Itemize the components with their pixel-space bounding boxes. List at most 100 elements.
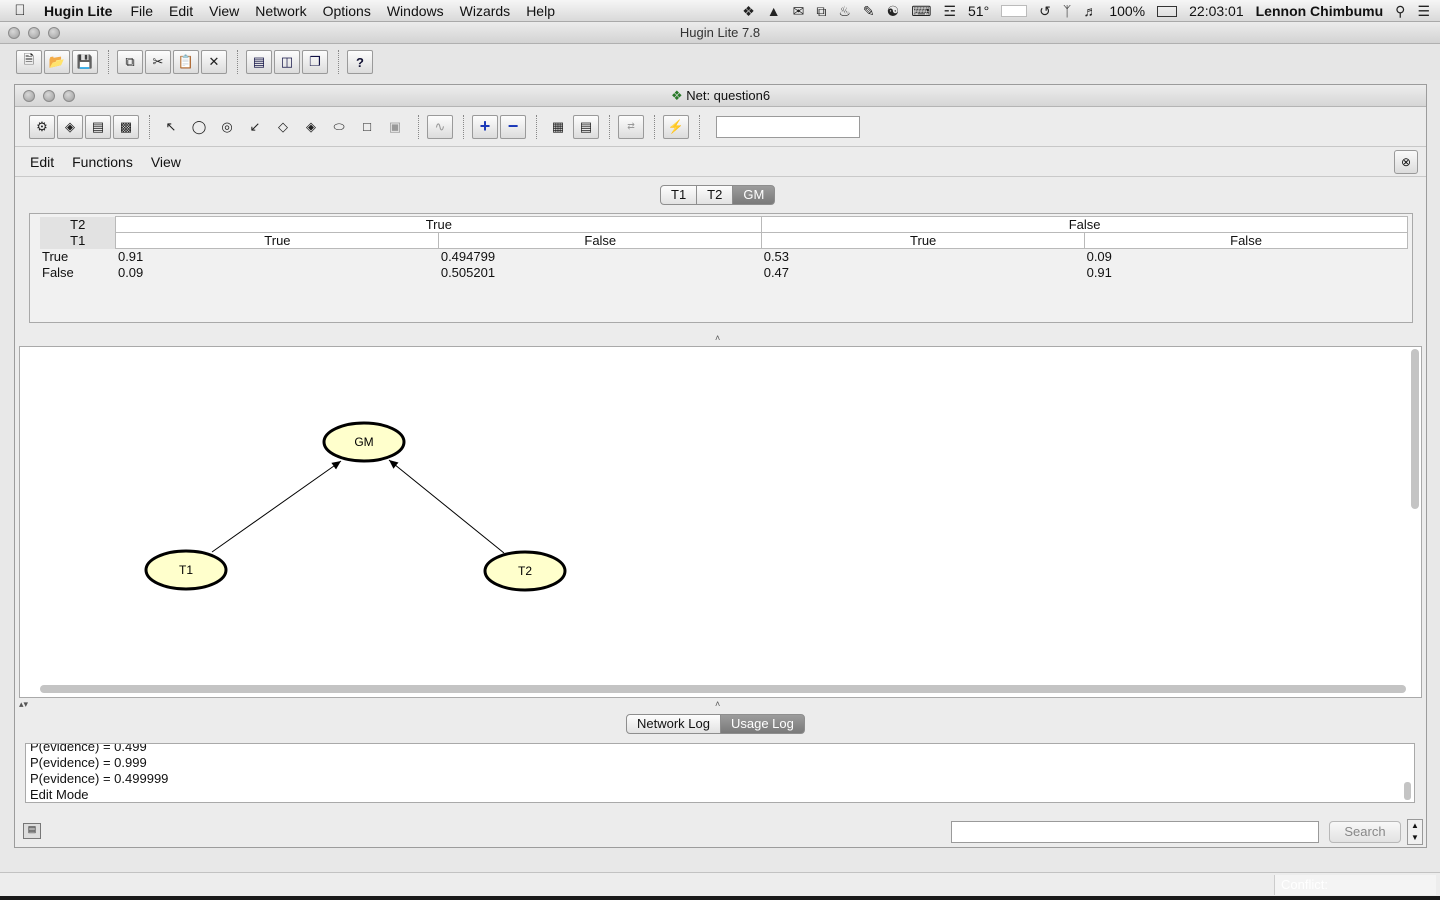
cpt-cell[interactable]: 0.09	[115, 264, 439, 281]
chance-node-tool-icon[interactable]: ◯	[191, 118, 207, 134]
decision-node-tool-icon[interactable]: ◇	[278, 118, 288, 134]
cpt-cell[interactable]: 0.47	[761, 264, 1085, 281]
clock[interactable]: 22:03:01	[1189, 3, 1244, 19]
log-scrollbar[interactable]	[1404, 782, 1411, 800]
menu-options[interactable]: Options	[322, 2, 371, 19]
utility-node-tool-icon[interactable]: ⬭	[333, 118, 345, 134]
apple-menu-icon[interactable]: 	[0, 2, 40, 19]
keyboard-icon[interactable]: ⌨	[911, 2, 932, 19]
sync-icon[interactable]: ⧉	[816, 2, 827, 19]
menu-file[interactable]: File	[130, 2, 153, 19]
cut-icon[interactable]: ✂	[145, 50, 171, 74]
minimize-net-button[interactable]	[43, 90, 55, 102]
expand-collapse-icon[interactable]: ▴▾	[19, 699, 29, 709]
compile-icon[interactable]: ◈	[57, 114, 83, 139]
paste-icon[interactable]: 📋	[173, 50, 199, 74]
table-split-icon[interactable]: ▤	[573, 114, 599, 139]
splitter-handle-icon[interactable]: ˄	[715, 699, 721, 709]
tab-usage-log[interactable]: Usage Log	[719, 714, 805, 734]
log-search-input[interactable]	[951, 821, 1319, 843]
minimize-window-button[interactable]	[28, 27, 40, 39]
network-canvas[interactable]: GM T1 T2	[19, 346, 1422, 698]
drive-icon[interactable]: ▲	[766, 3, 781, 19]
network-properties-icon[interactable]: ⚙	[29, 114, 55, 139]
tile-vertical-icon[interactable]: ◫	[274, 50, 300, 74]
search-icon[interactable]: ⚲	[1395, 2, 1406, 19]
auto-layout-icon[interactable]: ∿	[427, 114, 453, 139]
net-search-input[interactable]	[716, 115, 860, 138]
edge-t2-gm[interactable]	[388, 459, 505, 554]
timemachine-icon[interactable]: ↺	[1039, 2, 1051, 19]
tab-network-log[interactable]: Network Log	[626, 714, 721, 734]
menu-view[interactable]: View	[209, 2, 240, 19]
tab-t1[interactable]: T1	[660, 185, 698, 205]
tab-t2[interactable]: T2	[696, 185, 734, 205]
function-node-tool-icon[interactable]: ◈	[306, 118, 316, 134]
node-t1[interactable]: T1	[144, 549, 228, 591]
bluetooth-icon[interactable]: ᛉ	[1062, 3, 1072, 19]
cpt-cell[interactable]: 0.505201	[438, 264, 762, 281]
tool-icon[interactable]: ✎	[862, 2, 875, 19]
print-preview-icon[interactable]: ▩	[113, 114, 139, 139]
zoom-window-button[interactable]	[48, 27, 60, 39]
instance-node-tool-icon[interactable]: □	[363, 119, 371, 134]
menu-wizards[interactable]: Wizards	[459, 2, 511, 19]
splitter-handle-icon[interactable]: ˄	[715, 333, 721, 343]
tile-horizontal-icon[interactable]: ▤	[246, 50, 272, 74]
close-panel-icon[interactable]: ⊗	[1394, 150, 1418, 174]
node-t2[interactable]: T2	[483, 550, 567, 592]
copy-icon[interactable]: ⧉	[117, 50, 143, 74]
volume-icon[interactable]: ♬	[1083, 3, 1098, 19]
zoom-net-button[interactable]	[63, 90, 75, 102]
headphones-icon[interactable]: ☯	[886, 2, 900, 19]
run-mode-icon[interactable]: ⚡	[663, 114, 689, 139]
canvas-horizontal-scrollbar[interactable]	[40, 685, 1406, 693]
menu-network[interactable]: Network	[255, 2, 307, 19]
cpt-cell[interactable]: 0.91	[1084, 264, 1408, 281]
cascade-icon[interactable]: ❐	[302, 50, 328, 74]
edge-t1-gm[interactable]	[211, 460, 342, 553]
save-file-icon[interactable]: 💾	[72, 50, 98, 74]
battery-icon[interactable]	[1157, 5, 1178, 17]
em-learning-icon[interactable]: ⇄	[618, 114, 644, 139]
console-icon[interactable]: ▤	[23, 823, 41, 839]
print-icon[interactable]: ▤	[85, 114, 111, 139]
node-gm[interactable]: GM	[322, 421, 406, 463]
cpt-cell[interactable]: 0.91	[115, 248, 439, 265]
link-tool-icon[interactable]: ↙	[249, 118, 261, 134]
menu-edit[interactable]: Edit	[169, 2, 194, 19]
menu-help[interactable]: Help	[526, 2, 555, 19]
menu-windows[interactable]: Windows	[386, 2, 444, 19]
net-menu-view[interactable]: View	[150, 153, 181, 170]
log-output[interactable]: P(evidence) = 0.499 P(evidence) = 0.999 …	[25, 743, 1415, 803]
discrete-node-tool-icon[interactable]: ◎	[221, 118, 233, 134]
close-window-button[interactable]	[8, 27, 20, 39]
net-menu-edit[interactable]: Edit	[30, 153, 55, 170]
close-net-button[interactable]	[23, 90, 35, 102]
search-button[interactable]: Search	[1329, 821, 1401, 843]
app-menu[interactable]: Hugin Lite	[44, 2, 113, 19]
list-icon[interactable]: ☰	[1417, 2, 1430, 19]
cpt-cell[interactable]: 0.09	[1084, 248, 1408, 265]
canvas-vertical-scrollbar[interactable]	[1411, 349, 1419, 509]
zoom-in-icon[interactable]: +	[472, 114, 498, 139]
help-icon[interactable]: ?	[347, 50, 373, 74]
delete-icon[interactable]: ✕	[201, 50, 227, 74]
user-name[interactable]: Lennon Chimbumu	[1255, 3, 1384, 19]
cpt-cell[interactable]: 0.53	[761, 248, 1085, 265]
table-view-icon[interactable]: ▦	[551, 118, 565, 134]
zoom-out-icon[interactable]: −	[500, 114, 526, 139]
search-stepper[interactable]: ▲▼	[1407, 819, 1423, 845]
dropbox-icon[interactable]: ❖	[742, 2, 755, 19]
rounded-node-tool-icon[interactable]: ▣	[388, 118, 402, 134]
mail-icon[interactable]: ✉	[792, 2, 805, 19]
new-file-icon[interactable]: 🗎	[16, 50, 42, 74]
battery-percent[interactable]: 100%	[1109, 3, 1146, 19]
open-file-icon[interactable]: 📂	[44, 50, 70, 74]
cpt-cell[interactable]: 0.494799	[438, 248, 762, 265]
select-tool-icon[interactable]: ↖	[165, 118, 177, 134]
net-menu-functions[interactable]: Functions	[72, 153, 133, 170]
tab-gm[interactable]: GM	[732, 185, 776, 205]
bell-icon[interactable]: ♨	[838, 2, 851, 19]
wifi-icon[interactable]: ☲	[943, 2, 956, 19]
